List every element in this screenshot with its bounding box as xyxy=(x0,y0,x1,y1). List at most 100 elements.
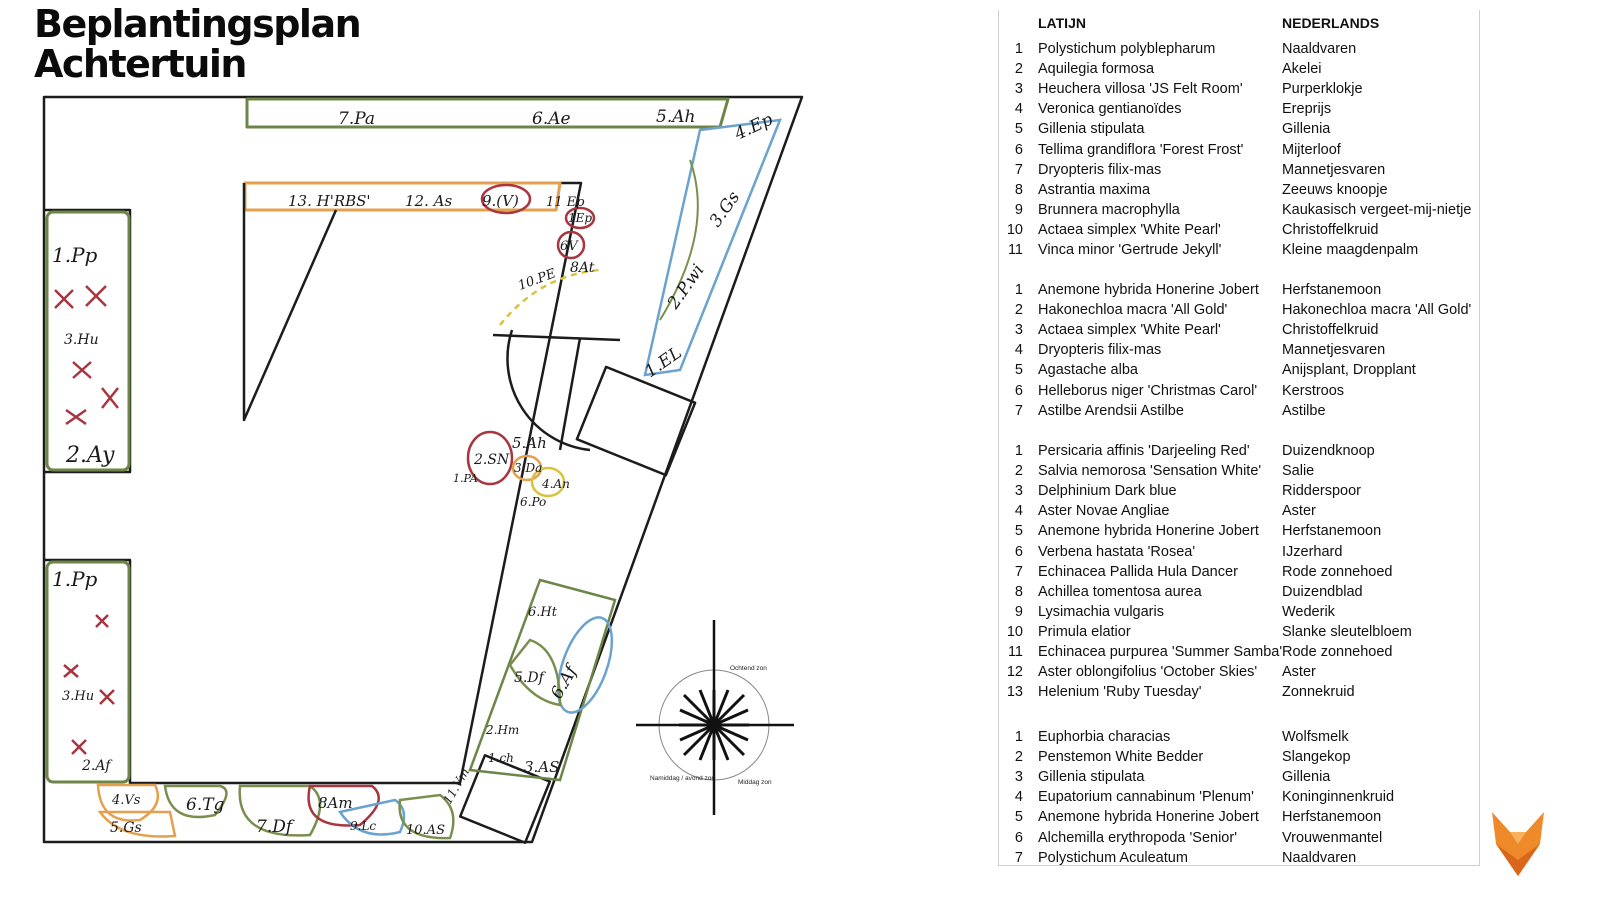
plant-number: 4 xyxy=(1014,503,1023,520)
dutch-name: Akelei xyxy=(1282,61,1322,78)
plant-number: 11 xyxy=(1007,242,1023,258)
label-s-2hm: 2.Hm xyxy=(485,723,519,737)
latin-name: Delphinium Dark blue xyxy=(1038,483,1177,500)
label-ll-1pp: 1.Pp xyxy=(52,567,98,591)
latin-name: Verbena hastata 'Rosea' xyxy=(1038,543,1196,560)
latin-name: Anemone hybrida Honerine Jobert xyxy=(1038,523,1259,540)
label-top-6ae: 6.Ae xyxy=(532,109,571,129)
dutch-name: Anijsplant, Dropplant xyxy=(1282,362,1416,379)
seating-circle xyxy=(506,329,591,452)
label-s-5df: 5.Df xyxy=(514,670,547,686)
latin-name: Echinacea purpurea 'Summer Samba' xyxy=(1038,644,1282,660)
sun-rays xyxy=(679,689,749,761)
bed-left-upper xyxy=(45,210,131,472)
label-s-1ch: 1.ch xyxy=(488,751,514,765)
latin-name: Actaea simplex 'White Pearl' xyxy=(1038,322,1221,339)
latin-name: Dryopteris filix-mas xyxy=(1038,161,1162,178)
compass-label-morning: Ochtend zon xyxy=(730,665,767,672)
label-s-6af: 6.Af xyxy=(547,660,583,702)
label-b-7df: 7.Df xyxy=(256,817,295,837)
dutch-name: Mannetjesvaren xyxy=(1282,342,1386,359)
plant-number: 11 xyxy=(1007,644,1023,660)
plant-number: 13 xyxy=(1006,684,1023,701)
label-m-3da: 3.Da xyxy=(514,461,542,475)
fox-logo-icon xyxy=(1492,812,1544,876)
bed-south xyxy=(468,578,617,782)
label-r2-11: 11 Ep xyxy=(546,195,585,210)
label-d-1el: 1.EL xyxy=(641,343,685,382)
plant-number: 7 xyxy=(1014,161,1023,178)
plant-number: 9 xyxy=(1014,603,1023,620)
dutch-name: Herfstanemoon xyxy=(1282,523,1382,540)
plant-number: 5 xyxy=(1014,809,1023,826)
dutch-name: Hakonechloa macra 'All Gold' xyxy=(1282,302,1472,319)
dutch-name: Rode zonnehoed xyxy=(1282,563,1393,580)
label-l-3hu: 3.Hu xyxy=(64,332,99,348)
label-b-8am: 8Am xyxy=(318,794,353,812)
latin-name: Agastache alba xyxy=(1038,362,1138,379)
label-top-4ep: 4.Ep xyxy=(731,110,776,145)
dutch-name: Wolfsmelk xyxy=(1282,729,1349,745)
latin-name: Achillea tomentosa aurea xyxy=(1038,583,1202,600)
plant-number: 6 xyxy=(1014,141,1023,158)
removed-plant-markers xyxy=(54,285,119,755)
plant-number: 5 xyxy=(1014,523,1023,540)
dutch-name: Rode zonnehoed xyxy=(1282,644,1393,660)
latin-name: Helenium 'Ruby Tuesday' xyxy=(1038,684,1202,701)
plant-row: 5 Anemone hybrida Honerine Jobert Herfstan… xyxy=(999,523,1479,543)
bed-left-lower xyxy=(45,560,131,784)
dutch-name: Herfstanemoon xyxy=(1282,809,1382,826)
latin-name: Lysimachia vulgaris xyxy=(1038,603,1164,620)
latin-name: Astrantia maxima xyxy=(1038,181,1151,198)
dutch-name: Gillenia xyxy=(1282,121,1331,138)
label-m-4an: 4.An xyxy=(541,477,570,491)
dutch-name: Herfstanemoon xyxy=(1282,282,1382,298)
dutch-name: Mannetjesvaren xyxy=(1282,161,1386,178)
dutch-name: Naaldvaren xyxy=(1282,41,1357,57)
latin-name: Echinacea Pallida Hula Dancer xyxy=(1038,563,1238,580)
dutch-name: Purperklokje xyxy=(1282,81,1363,98)
label-s-3as: 3.AS xyxy=(524,758,559,776)
plant-number: 10 xyxy=(1006,221,1023,238)
dutch-name: IJzerhard xyxy=(1282,543,1343,560)
dutch-name: Koninginnenkruid xyxy=(1282,789,1395,806)
paving-square-2 xyxy=(458,754,552,844)
garden-outline xyxy=(42,95,804,844)
plant-number: 4 xyxy=(1014,101,1023,118)
plant-number: 8 xyxy=(1014,181,1023,198)
dutch-name: Zeeuws knoopje xyxy=(1282,181,1388,198)
label-r2-13: 13. H'RBS' xyxy=(288,192,371,210)
seating-arc xyxy=(499,268,601,326)
plant-number: 2 xyxy=(1014,463,1023,480)
label-b-4vs: 4.Vs xyxy=(111,793,141,808)
plant-number: 4 xyxy=(1014,789,1023,806)
dutch-name: Kaukasisch vergeet-mij-nietje xyxy=(1282,201,1472,218)
label-l-1pp: 1.Pp xyxy=(52,243,98,267)
plant-number: 1 xyxy=(1014,729,1023,745)
dutch-name: Duizendblad xyxy=(1282,583,1363,600)
plant-number: 2 xyxy=(1014,749,1023,766)
latin-name: Dryopteris filix-mas xyxy=(1038,342,1162,359)
latin-name: Aquilegia formosa xyxy=(1038,61,1155,78)
compass-label-afternoon: Namiddag / avond zon xyxy=(650,775,715,782)
